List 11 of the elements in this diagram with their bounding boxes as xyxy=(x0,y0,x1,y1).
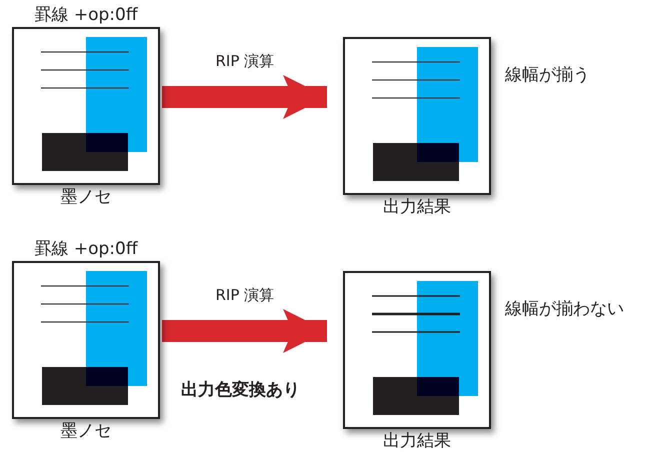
panel-caption: 出力結果 xyxy=(383,196,451,219)
note-text: 出力色変換あり xyxy=(181,379,300,402)
panel-caption: 墨ノセ xyxy=(60,186,112,209)
result-note: 線幅が揃わない xyxy=(505,298,624,321)
panel-caption: 墨ノセ xyxy=(60,420,112,443)
panel-caption: 出力結果 xyxy=(383,430,451,453)
arrow xyxy=(162,309,327,353)
arrow xyxy=(162,75,327,119)
panel-heading: 罫線 +op:0ff xyxy=(34,238,138,261)
result-note: 線幅が揃う xyxy=(505,64,590,87)
panel-heading: 罫線 +op:0ff xyxy=(34,4,138,27)
